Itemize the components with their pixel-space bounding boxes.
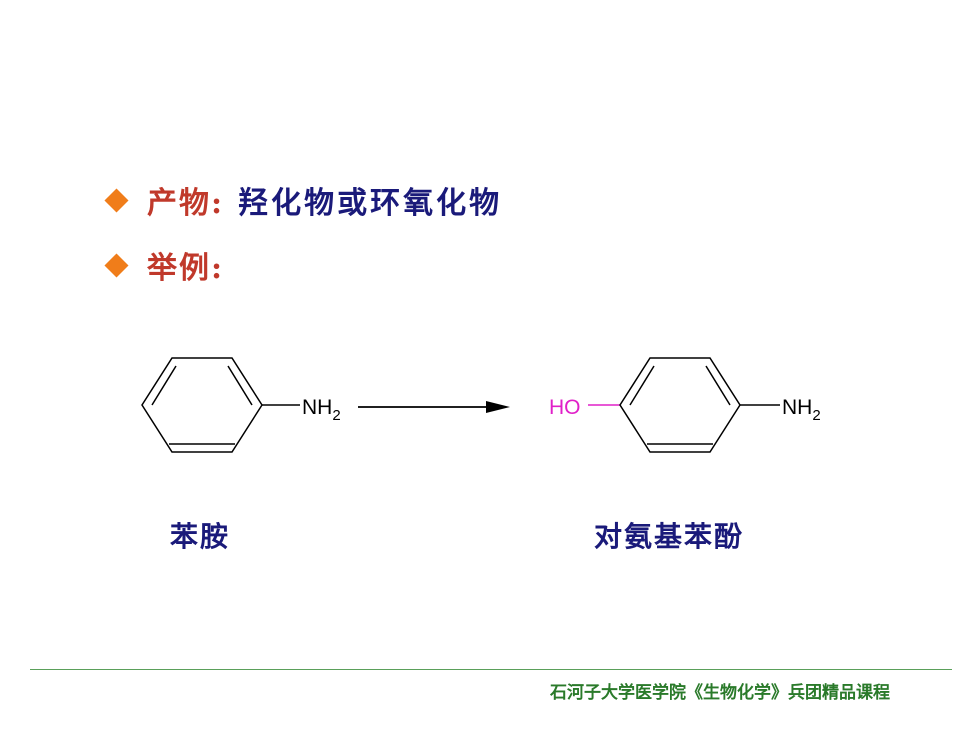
reactant-name: 苯胺 [170,520,231,553]
bullet-example: 举例: [100,243,224,287]
aniline-benzene-ring [141,357,263,453]
hydroxyl-group: HO [549,396,581,419]
aniline-amine-group: NH2 [302,396,341,424]
product-amine-group: NH2 [782,396,821,424]
right-arrow-icon [358,401,510,413]
footer-course-title: 石河子大学医学院《生物化学》兵团精品课程 [550,683,890,703]
bullet-value: 羟化物或环氧化物 [238,186,503,221]
footer-divider [30,669,952,670]
bullet-label: 举例: [147,251,225,286]
product-name: 对氨基苯酚 [594,520,745,553]
product-benzene-ring [619,357,741,453]
bullet-label: 产物: [147,186,225,221]
bullet-products: 产物: 羟化物或环氧化物 [100,178,502,222]
